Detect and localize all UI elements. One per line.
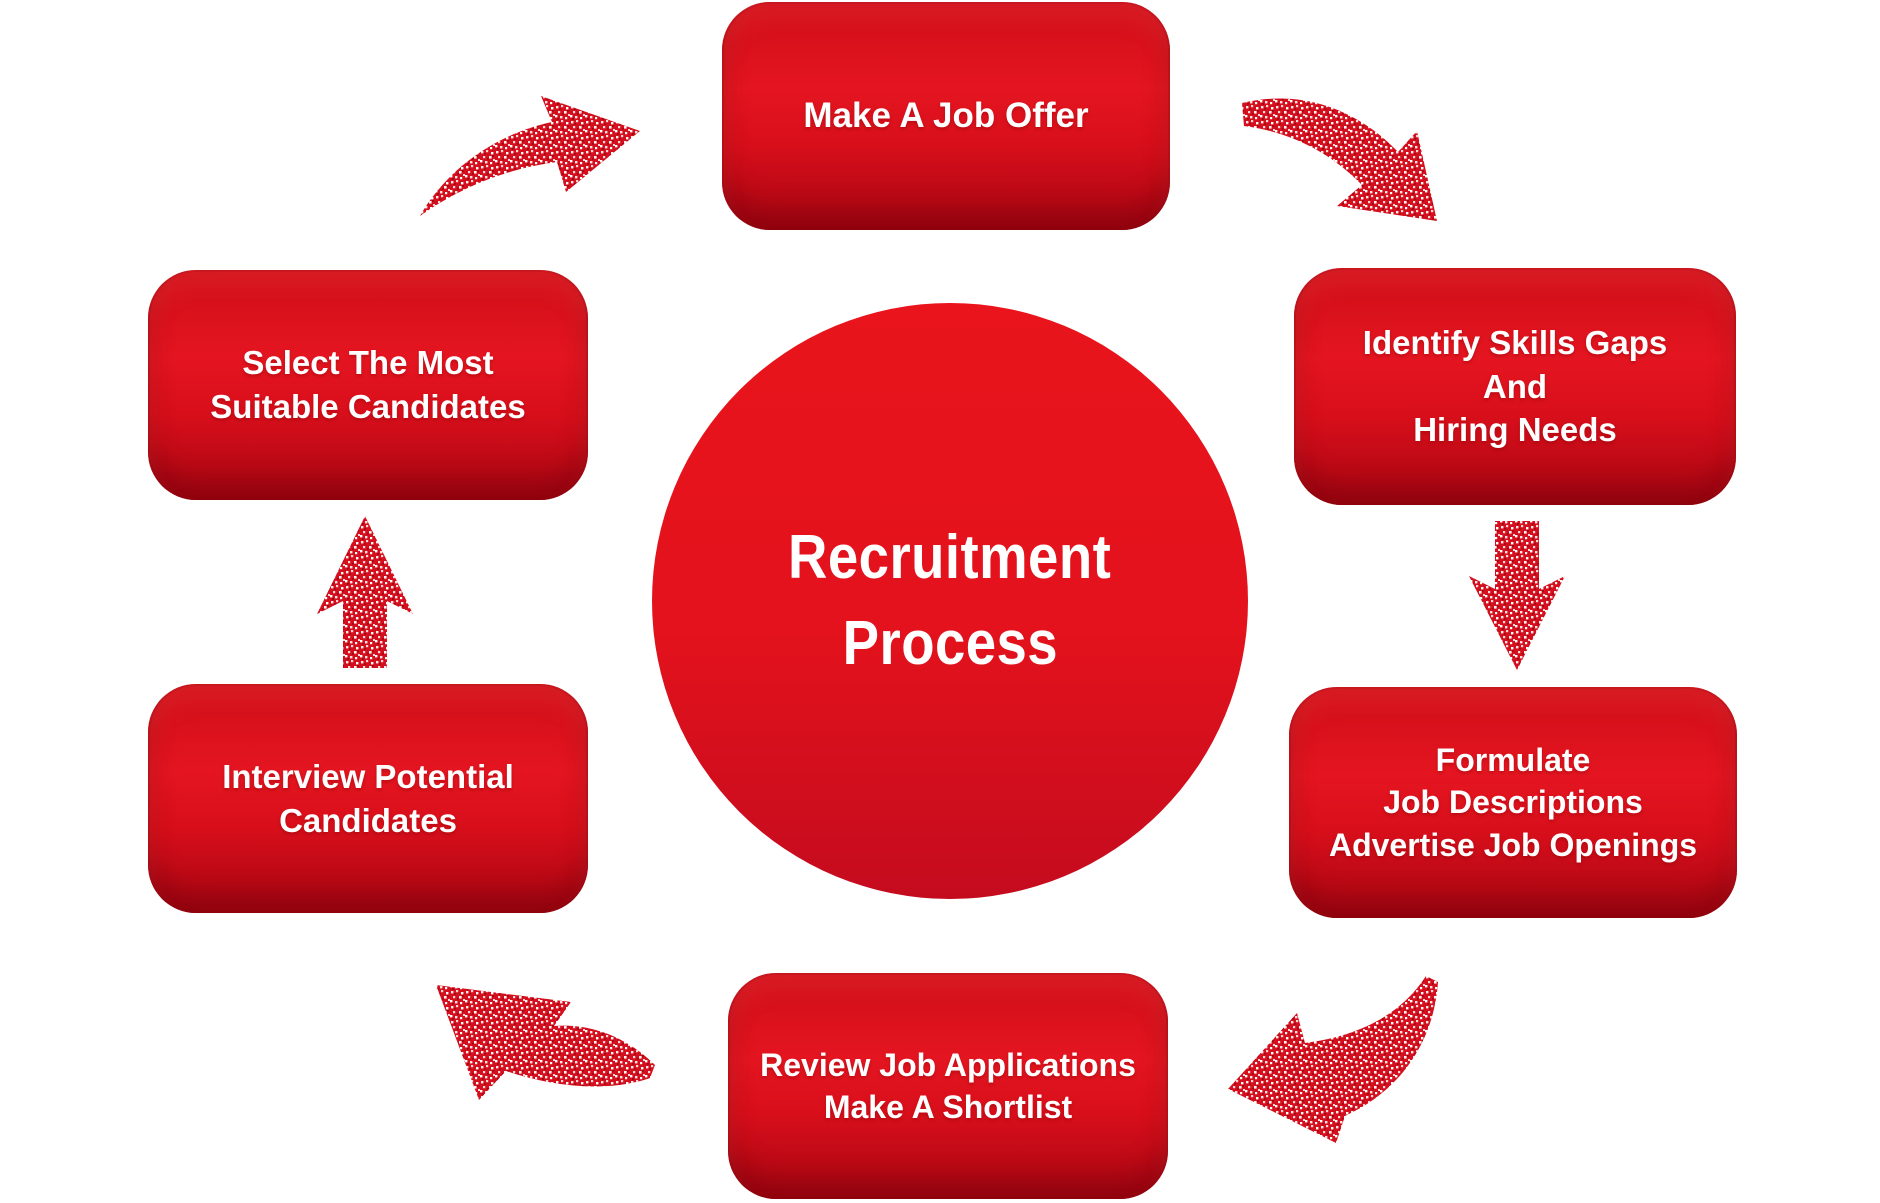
- diagram-title-line: Process: [842, 609, 1058, 678]
- arrow-select-to-make-offer-icon: [420, 96, 640, 216]
- step-label-line: Make A Job Offer: [803, 95, 1089, 135]
- arrow-interview-to-select-icon: [317, 516, 413, 668]
- arrow-identify-to-formulate-icon: [1469, 521, 1565, 670]
- center-circle: Recruitment Process: [652, 303, 1248, 899]
- step-label-line: Interview Potential: [222, 757, 514, 795]
- arrow-review-to-interview-icon: [436, 985, 655, 1100]
- step-label-line: And: [1482, 367, 1548, 405]
- step-label-line: Suitable Candidates: [210, 388, 526, 425]
- step-box-identify-skills-gaps: Identify Skills Gaps And Hiring Needs: [1294, 268, 1736, 505]
- step-box-interview-potential-candidates: Interview Potential Candidates: [148, 684, 588, 913]
- arrow-make-offer-to-identify-icon: [1242, 98, 1437, 221]
- arrow-formulate-to-review-icon: [1228, 976, 1438, 1143]
- step-label-line: Review Job Applications: [760, 1046, 1136, 1083]
- step-box-make-a-job-offer: Make A Job Offer: [722, 2, 1170, 230]
- step-label-line: Identify Skills Gaps: [1362, 324, 1668, 362]
- step-box-review-job-applications: Review Job Applications Make A Shortlist: [728, 973, 1168, 1199]
- step-label-line: Select The Most: [242, 344, 494, 382]
- step-box-formulate-job-descriptions: Formulate Job Descriptions Advertise Job…: [1289, 687, 1737, 918]
- diagram-title-line: Recruitment: [788, 523, 1112, 593]
- step-box-select-suitable-candidates: Select The Most Suitable Candidates: [148, 270, 588, 500]
- step-label-line: Advertise Job Openings: [1328, 826, 1698, 863]
- step-label-line: Job Descriptions: [1383, 784, 1643, 821]
- step-label-line: Formulate: [1435, 742, 1591, 779]
- step-label-line: Hiring Needs: [1413, 411, 1617, 449]
- step-label-line: Candidates: [279, 801, 457, 839]
- step-label-line: Make A Shortlist: [823, 1089, 1073, 1125]
